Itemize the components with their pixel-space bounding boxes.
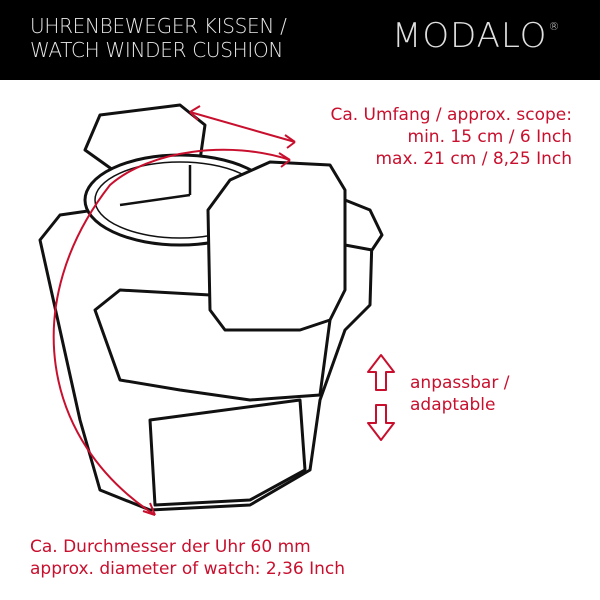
- brand-logo: MODALO®: [392, 16, 560, 56]
- adaptable-line-2: adaptable: [410, 395, 496, 415]
- front-flap: [206, 160, 347, 332]
- logo-text: MODALO: [392, 16, 548, 56]
- diameter-line-2: approx. diameter of watch: 2,36 Inch: [30, 559, 346, 579]
- scope-line-3: max. 21 cm / 8,25 Inch: [375, 149, 573, 169]
- scope-arrow: [189, 111, 296, 143]
- registered-mark: ®: [548, 20, 561, 33]
- arrow-up-icon: [367, 354, 395, 391]
- adaptable-annotation: anpassbar / adaptable: [410, 372, 509, 416]
- scope-line-2: min. 15 cm / 6 Inch: [407, 127, 572, 147]
- scope-line-1: Ca. Umfang / approx. scope:: [330, 105, 572, 125]
- title-line-1: UHRENBEWEGER KISSEN /: [30, 14, 287, 38]
- side-tab: [343, 198, 384, 252]
- scope-annotation: Ca. Umfang / approx. scope: min. 15 cm /…: [330, 104, 572, 170]
- diameter-arc: [52, 148, 291, 516]
- adaptable-line-1: anpassbar /: [410, 373, 510, 393]
- title-line-2: WATCH WINDER CUSHION: [30, 38, 284, 62]
- cushion-lower: [148, 398, 307, 507]
- page-title: UHRENBEWEGER KISSEN / WATCH WINDER CUSHI…: [30, 14, 287, 62]
- cushion-inner: [93, 288, 332, 402]
- header-bar: UHRENBEWEGER KISSEN / WATCH WINDER CUSHI…: [0, 0, 600, 80]
- watch-hands: [119, 165, 192, 207]
- arrow-down-icon: [367, 404, 395, 441]
- diameter-annotation: Ca. Durchmesser der Uhr 60 mm approx. di…: [30, 536, 345, 580]
- diameter-line-1: Ca. Durchmesser der Uhr 60 mm: [30, 537, 311, 557]
